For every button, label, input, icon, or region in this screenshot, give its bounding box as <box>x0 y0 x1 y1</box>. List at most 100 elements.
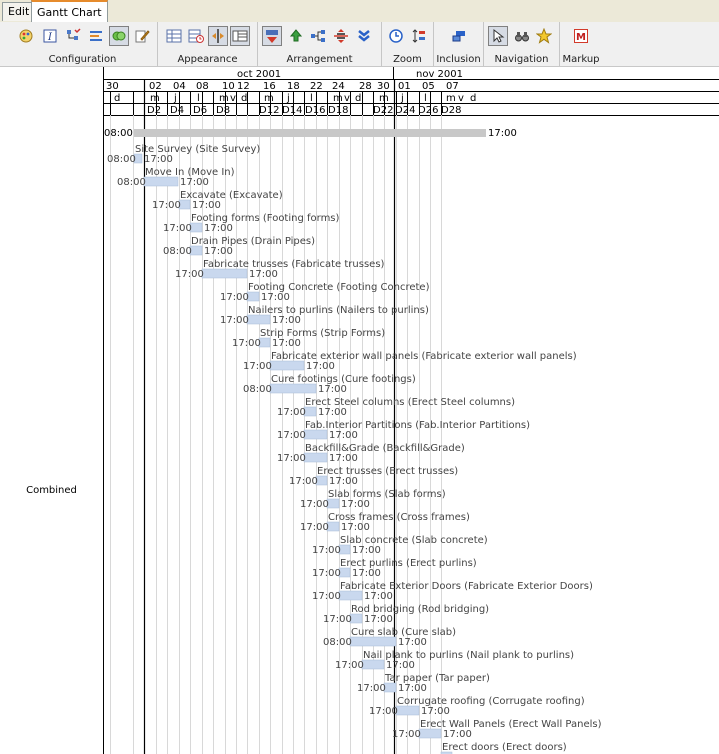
day-label-1: 02 <box>149 81 162 92</box>
day-label-7: 18 <box>287 81 300 92</box>
task-end-time: 17:00 <box>272 338 301 349</box>
task-bar <box>133 153 143 164</box>
task-bar <box>326 521 340 532</box>
task-end-time: 17:00 <box>329 453 358 464</box>
summary-end-time: 17:00 <box>488 128 517 139</box>
list-lines-icon[interactable] <box>86 26 106 46</box>
task-end-time: 17:00 <box>386 660 415 671</box>
task-end-time: 17:00 <box>443 729 472 740</box>
edit-pencil-icon[interactable] <box>132 26 152 46</box>
italic-i-icon[interactable]: I <box>40 26 60 46</box>
task-bar <box>201 268 248 279</box>
weekday-label-2: j <box>173 93 177 104</box>
star-icon[interactable] <box>534 26 554 46</box>
arrow-up-green-icon[interactable] <box>286 26 306 46</box>
task-bar <box>303 406 317 417</box>
task-end-time: 17:00 <box>398 637 427 648</box>
group-label-appearance: Appearance <box>177 54 238 65</box>
task-start-time: 17:00 <box>232 338 261 349</box>
task-bar <box>246 314 271 325</box>
task-end-time: 17:00 <box>329 430 358 441</box>
task-bar <box>269 360 305 371</box>
markup-m-icon[interactable]: M <box>571 26 591 46</box>
align-center-icon[interactable] <box>331 26 351 46</box>
weekday-label-4: m <box>219 93 229 104</box>
palette-icon[interactable] <box>16 26 36 46</box>
tab-gantt-chart[interactable]: Gantt Chart <box>31 0 108 22</box>
task-bar <box>349 613 363 624</box>
task-bar <box>440 751 453 754</box>
day-label-4: 10 <box>222 81 235 92</box>
task-start-time: 17:00 <box>312 591 341 602</box>
task-end-time: 17:00 <box>261 292 290 303</box>
task-bar <box>269 383 317 394</box>
task-bar <box>189 222 203 233</box>
task-name-label: Erect doors (Erect doors) <box>442 742 567 753</box>
task-start-time: 17:00 <box>335 660 364 671</box>
task-name-label: Drain Pipes (Drain Pipes) <box>191 236 315 247</box>
weekday-label-14: j <box>400 93 404 104</box>
overlap-rings-icon[interactable] <box>109 26 129 46</box>
double-chevron-down-icon[interactable] <box>354 26 374 46</box>
task-end-time: 17:00 <box>421 706 450 717</box>
task-end-time: 17:00 <box>272 315 301 326</box>
task-name-label: Erect Wall Panels (Erect Wall Panels) <box>420 719 602 730</box>
zoom-fit-icon[interactable] <box>409 26 429 46</box>
day-number-label-4: D12 <box>259 105 279 116</box>
weekday-label-6: d <box>241 93 247 104</box>
task-bar <box>303 452 328 463</box>
grid-time-icon[interactable] <box>186 26 206 46</box>
task-start-time: 17:00 <box>175 269 204 280</box>
task-name-label: Strip Forms (Strip Forms) <box>260 328 385 339</box>
task-name-label: Site Survey (Site Survey) <box>135 144 260 155</box>
task-start-time: 17:00 <box>220 292 249 303</box>
group-label-markup: Markup <box>562 54 600 65</box>
task-end-time: 17:00 <box>341 522 370 533</box>
group-navigation: Navigation <box>484 22 560 66</box>
row-label-combined: Combined <box>26 485 77 496</box>
task-end-time: 17:00 <box>204 223 233 234</box>
task-start-time: 17:00 <box>289 476 318 487</box>
group-label-arrangement: Arrangement <box>286 54 353 65</box>
group-arrangement: Arrangement <box>258 22 382 66</box>
day-number-label-10: D26 <box>418 105 438 116</box>
day-label-14: 07 <box>446 81 459 92</box>
task-start-time: 17:00 <box>323 614 352 625</box>
include-blocks-icon[interactable] <box>449 26 469 46</box>
split-pane-icon[interactable] <box>230 26 250 46</box>
weekday-label-3: l <box>197 93 200 104</box>
group-configuration: I Configuration <box>8 22 158 66</box>
day-number-label-0: D2 <box>147 105 161 116</box>
task-bar <box>418 728 442 739</box>
pointer-cursor-icon[interactable] <box>488 26 508 46</box>
task-name-label: Nail plank to purlins (Nail plank to pur… <box>363 650 574 661</box>
row-panel: Combined <box>0 67 104 754</box>
task-bar <box>326 498 340 509</box>
month-label-0: oct 2001 <box>237 69 281 80</box>
task-start-time: 17:00 <box>392 729 421 740</box>
clock-icon[interactable] <box>386 26 406 46</box>
grid-table-icon[interactable] <box>164 26 184 46</box>
arrow-down-red-icon[interactable] <box>262 26 282 46</box>
day-label-11: 30 <box>377 81 390 92</box>
binoculars-icon[interactable] <box>512 26 532 46</box>
split-vertical-icon[interactable] <box>208 26 228 46</box>
hierarchy-icon[interactable] <box>308 26 328 46</box>
task-bar <box>338 590 363 601</box>
group-label-configuration: Configuration <box>48 54 117 65</box>
task-end-time: 17:00 <box>318 407 347 418</box>
task-name-label: Nailers to purlins (Nailers to purlins) <box>248 305 429 316</box>
day-number-label-5: D14 <box>282 105 302 116</box>
task-name-label: Slab concrete (Slab concrete) <box>340 535 488 546</box>
task-name-label: Erect purlins (Erect purlins) <box>340 558 477 569</box>
weekday-label-10: m <box>333 93 343 104</box>
group-label-zoom: Zoom <box>393 54 422 65</box>
tree-check-icon[interactable] <box>63 26 83 46</box>
task-end-time: 17:00 <box>192 200 221 211</box>
task-start-time: 17:00 <box>300 522 329 533</box>
task-name-label: Fabricate Exterior Doors (Fabricate Exte… <box>340 581 593 592</box>
task-start-time: 17:00 <box>357 683 386 694</box>
group-markup: M Markup <box>560 22 602 66</box>
